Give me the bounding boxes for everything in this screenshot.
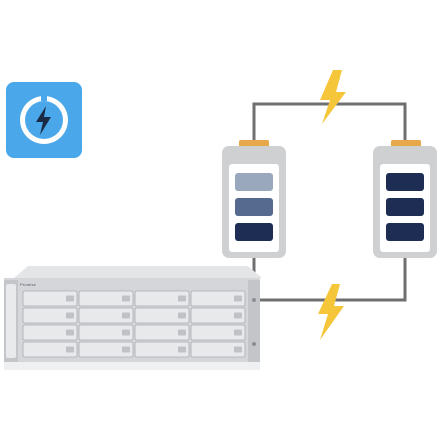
battery-cell xyxy=(235,223,273,241)
drive-bay-grid xyxy=(22,290,246,358)
power-bolt-icon xyxy=(20,92,68,144)
battery-cell xyxy=(235,173,273,191)
drive-bay xyxy=(78,290,134,307)
drive-latch xyxy=(122,329,130,336)
drive-latch xyxy=(234,295,242,302)
drive-bay xyxy=(134,324,190,341)
power-badge xyxy=(6,82,82,158)
battery-cell xyxy=(386,173,424,191)
drive-latch xyxy=(66,346,74,353)
drive-latch xyxy=(234,312,242,319)
server-brand-label: Promise xyxy=(20,282,37,287)
drive-bay xyxy=(78,307,134,324)
drive-latch xyxy=(122,295,130,302)
battery-cell xyxy=(386,198,424,216)
drive-bay xyxy=(134,307,190,324)
drive-latch xyxy=(66,312,74,319)
drive-bay xyxy=(78,341,134,358)
battery-cell xyxy=(386,223,424,241)
battery-cell xyxy=(235,198,273,216)
drive-bay xyxy=(134,341,190,358)
drive-latch xyxy=(178,329,186,336)
drive-bay xyxy=(190,341,246,358)
drive-latch xyxy=(122,312,130,319)
drive-latch xyxy=(66,295,74,302)
drive-latch xyxy=(66,329,74,336)
drive-latch xyxy=(178,346,186,353)
drive-bay xyxy=(190,307,246,324)
drive-latch xyxy=(178,312,186,319)
drive-bay xyxy=(134,290,190,307)
top-lightning-icon xyxy=(320,70,346,124)
battery-right xyxy=(373,140,437,258)
bottom-lightning-icon xyxy=(318,284,344,340)
drive-bay xyxy=(22,324,78,341)
drive-bay xyxy=(22,290,78,307)
drive-latch xyxy=(234,346,242,353)
drive-latch xyxy=(122,346,130,353)
drive-latch xyxy=(178,295,186,302)
drive-bay xyxy=(22,307,78,324)
drive-bay xyxy=(190,324,246,341)
drive-bay xyxy=(78,324,134,341)
battery-left xyxy=(222,140,286,258)
drive-bay xyxy=(22,341,78,358)
drive-bay xyxy=(190,290,246,307)
drive-latch xyxy=(234,329,242,336)
